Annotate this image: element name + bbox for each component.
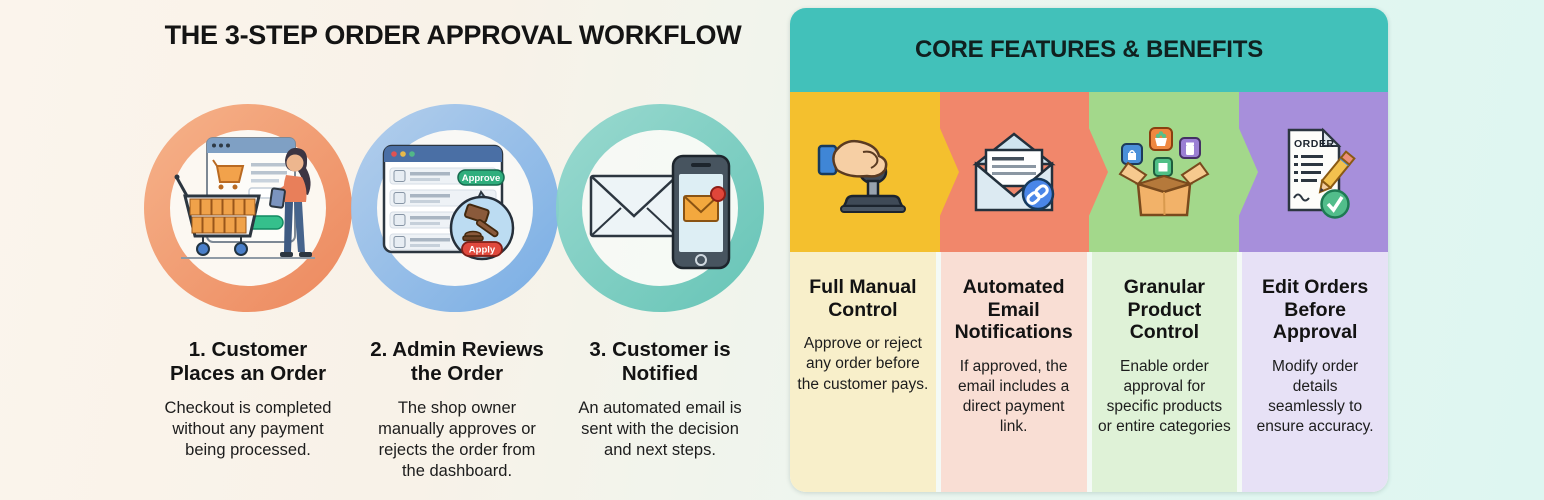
mini-cart-icon (212, 159, 245, 190)
feature-4-icon-cell: ORDER (1238, 92, 1388, 252)
feature-4-body: Edit Orders Before Approval Modify order… (1242, 252, 1388, 492)
features-panel: CORE FEATURES & BENEFITS (790, 8, 1388, 492)
pencil-icon (1318, 150, 1357, 194)
step-1-description: Checkout is completed without any paymen… (164, 399, 332, 460)
features-title: CORE FEATURES & BENEFITS (914, 36, 1264, 63)
step-1-title: 1. Customer Places an Order (169, 338, 327, 385)
feature-2-description: If approved, the email includes a direct… (958, 357, 1070, 436)
svg-text:Apply: Apply (469, 245, 496, 256)
feature-2-title: Automated Email Notifications (954, 276, 1073, 344)
apply-button-shape: Apply (461, 241, 503, 257)
step-1: 1. Customer Places an Order Checkout is … (128, 338, 368, 461)
step-2: 2. Admin Reviews the Order The shop owne… (337, 338, 577, 482)
step-3-description: An automated email is sent with the deci… (578, 399, 742, 460)
feature-3-title: Granular Product Control (1123, 276, 1206, 344)
gavel-icon (462, 203, 499, 242)
feature-icon-band: ORDER (790, 92, 1388, 252)
check-icon (1326, 196, 1344, 213)
new-mail-icon (683, 186, 726, 222)
feature-3-arrow (1237, 126, 1258, 218)
notification-dot (710, 186, 726, 202)
feature-2-icon-cell (939, 92, 1108, 252)
link-icon (1026, 184, 1049, 205)
workflow-section: THE 3-STEP ORDER APPROVAL WORKFLOW (128, 20, 780, 482)
email-phone-illustration (589, 154, 731, 270)
product-box-icon (1118, 127, 1210, 217)
feature-2-arrow (1088, 126, 1108, 218)
gavel-badge: Apply (449, 190, 515, 261)
step1-ring (144, 104, 352, 312)
feature-text-band: Full Manual Control Approve or reject an… (790, 252, 1388, 492)
step-2-description: The shop owner manually approves or reje… (378, 399, 536, 480)
open-box-shape (1118, 161, 1210, 217)
svg-text:ORDER: ORDER (1294, 138, 1334, 150)
step-3-title: 3. Customer is Notified (589, 338, 731, 385)
feature-1-title: Full Manual Control (809, 276, 917, 321)
step3-ring (556, 104, 764, 312)
feature-3-description: Enable order approval for specific produ… (1098, 357, 1231, 436)
feature-3-icon-cell (1089, 92, 1258, 252)
step-2-title: 2. Admin Reviews the Order (370, 338, 544, 385)
feature-1-body: Full Manual Control Approve or reject an… (790, 252, 936, 492)
shopper-figure (269, 147, 312, 257)
feature-4-title: Edit Orders Before Approval (1262, 276, 1369, 344)
customer-cart-illustration (174, 137, 315, 259)
feature-3-body: Granular Product Control Enable order ap… (1091, 252, 1238, 492)
step-3: 3. Customer is Notified An automated ema… (540, 338, 780, 461)
shopping-cart-shape (174, 174, 261, 256)
check-badge (1320, 189, 1350, 219)
workflow-title: THE 3-STEP ORDER APPROVAL WORKFLOW (164, 20, 742, 50)
feature-1-description: Approve or reject any order before the c… (797, 335, 929, 393)
approve-button-shape: Approve (457, 169, 505, 186)
feature-2-body: Automated Email Notifications If approve… (940, 252, 1087, 492)
feature-1-icon-cell (790, 92, 959, 252)
envelope-icon (589, 174, 679, 238)
hand-stamp-icon (817, 139, 906, 213)
step2-ring (351, 104, 559, 312)
admin-dashboard-illustration: Approve Apply (382, 144, 515, 261)
feature-1-arrow (938, 126, 959, 218)
svg-text:Approve: Approve (462, 173, 501, 184)
order-edit-icon: ORDER (1288, 127, 1357, 219)
features-header: CORE FEATURES & BENEFITS (790, 8, 1388, 92)
email-link-icon (972, 132, 1056, 212)
phone-icon (671, 154, 731, 270)
feature-4-description: Modify order details seamlessly to ensur… (1256, 357, 1374, 436)
